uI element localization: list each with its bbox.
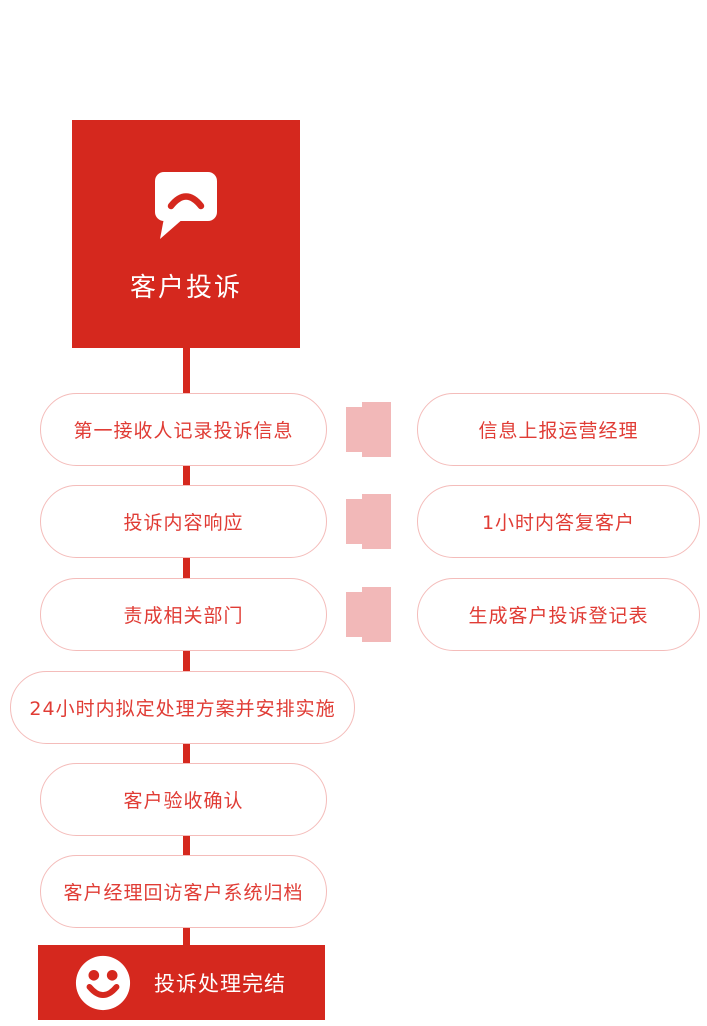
end-node-complaint-resolved: 投诉处理完结 — [38, 945, 325, 1020]
flow-step-label: 责成相关部门 — [123, 605, 244, 627]
connector-block-1 — [346, 402, 391, 457]
connector-tab — [346, 499, 363, 544]
start-node-label: 客户投诉 — [129, 272, 242, 303]
flow-step-pill-5: 客户验收确认 — [40, 763, 327, 836]
connector-tab — [346, 407, 363, 452]
connector-block-2 — [346, 494, 391, 549]
flow-output-label: 生成客户投诉登记表 — [468, 605, 649, 627]
flow-output-pill-1: 信息上报运营经理 — [417, 393, 700, 466]
flow-step-pill-2: 投诉内容响应 — [40, 485, 327, 558]
flow-step-label: 客户经理回访客户系统归档 — [63, 882, 304, 904]
flow-step-label: 客户验收确认 — [123, 790, 244, 812]
flow-step-label: 投诉内容响应 — [123, 512, 244, 534]
flow-step-label: 24小时内拟定处理方案并安排实施 — [29, 698, 336, 720]
flow-step-label: 第一接收人记录投诉信息 — [73, 420, 294, 442]
end-node-label: 投诉处理完结 — [154, 971, 286, 996]
flow-output-label: 1小时内答复客户 — [481, 512, 636, 534]
flow-step-pill-6: 客户经理回访客户系统归档 — [40, 855, 327, 928]
flow-step-pill-1: 第一接收人记录投诉信息 — [40, 393, 327, 466]
smiley-face-icon — [74, 954, 132, 1012]
flow-step-pill-3: 责成相关部门 — [40, 578, 327, 651]
flow-output-label: 信息上报运营经理 — [478, 420, 639, 442]
flow-step-pill-4: 24小时内拟定处理方案并安排实施 — [10, 671, 355, 744]
flow-output-pill-2: 1小时内答复客户 — [417, 485, 700, 558]
connector-body — [362, 402, 391, 457]
connector-tab — [346, 592, 363, 637]
speech-bubble-frown-icon — [153, 171, 219, 241]
connector-block-3 — [346, 587, 391, 642]
start-node-customer-complaint: 客户投诉 — [72, 120, 300, 348]
flow-output-pill-3: 生成客户投诉登记表 — [417, 578, 700, 651]
connector-body — [362, 494, 391, 549]
connector-body — [362, 587, 391, 642]
